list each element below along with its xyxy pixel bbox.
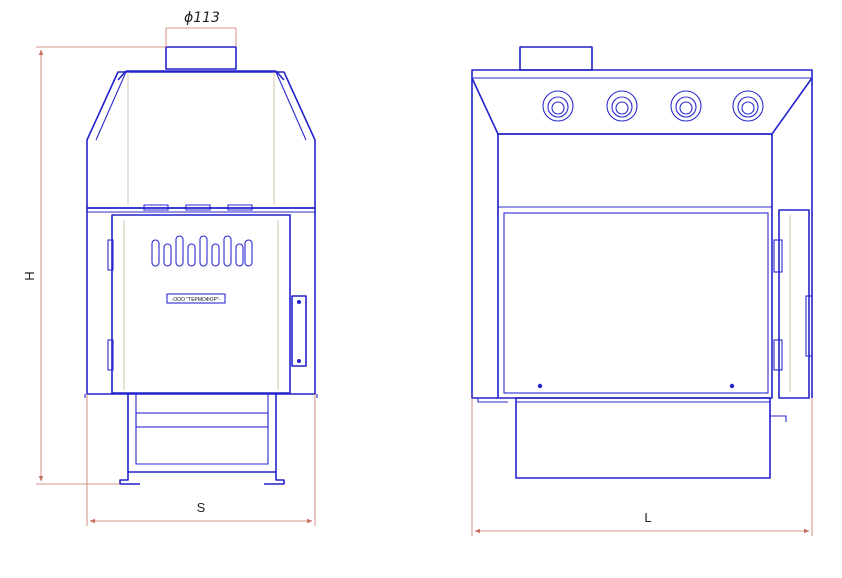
- dimension-lines-front: [36, 27, 316, 526]
- side-flue-pipe: [519, 46, 593, 71]
- side-panel: [503, 212, 769, 394]
- side-door-profile: [778, 209, 810, 399]
- firebox-body: [86, 207, 316, 395]
- height-label: H: [22, 271, 37, 280]
- firebox-door: [111, 214, 291, 394]
- side-ash-box: [515, 397, 771, 479]
- door-vent-slots: [151, 235, 253, 267]
- hood-outline: [86, 71, 316, 209]
- dimension-lines-side: [471, 398, 813, 536]
- side-view: [471, 46, 813, 479]
- name-plate-text: -ООО "ТЕРМОФОР"-: [172, 297, 221, 303]
- length-label: L: [644, 510, 651, 525]
- flue-diameter-label: ϕ113: [184, 10, 220, 26]
- width-label: S: [197, 500, 206, 515]
- front-view: -ООО "ТЕРМОФОР"-: [84, 46, 318, 485]
- flue-pipe: [165, 46, 237, 70]
- side-hood-outline: [471, 69, 813, 135]
- door-handle: [291, 295, 307, 367]
- name-plate: [166, 293, 226, 304]
- side-body: [497, 133, 773, 399]
- ash-drawer: [127, 394, 277, 473]
- heat-outlets: [542, 90, 764, 122]
